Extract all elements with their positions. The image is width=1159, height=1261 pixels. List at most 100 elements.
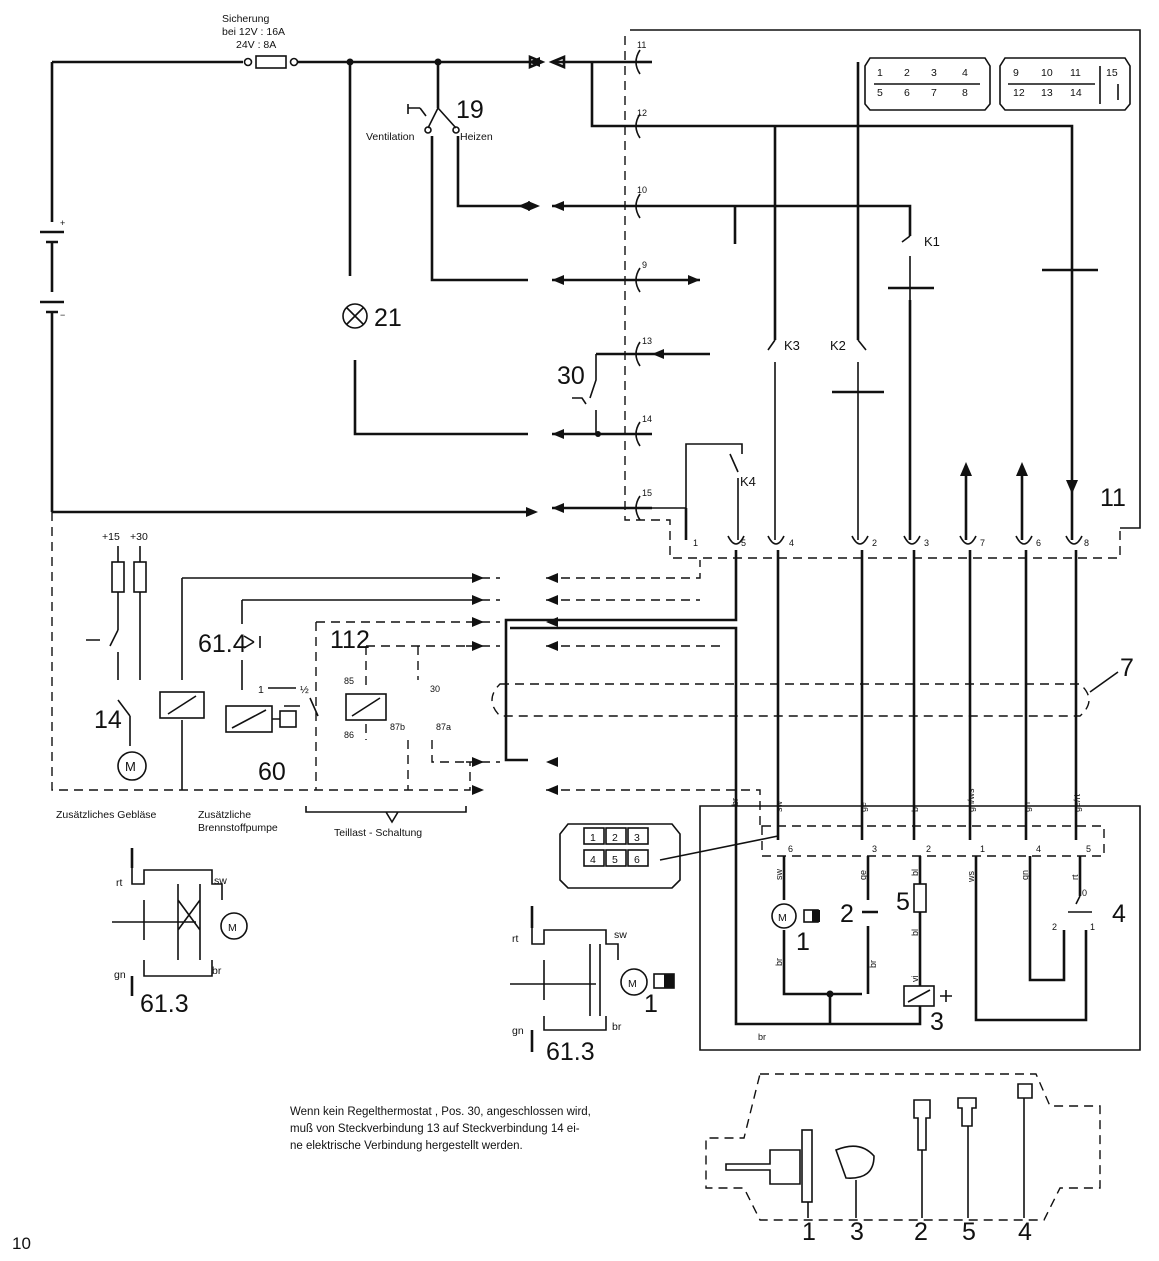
- svg-text:br: br: [730, 798, 740, 806]
- svg-text:vi: vi: [910, 976, 920, 983]
- svg-text:5: 5: [612, 854, 618, 866]
- svg-text:5: 5: [1086, 844, 1091, 854]
- svg-text:3: 3: [924, 538, 929, 548]
- note-line-2: muß von Steckverbindung 13 auf Steckverb…: [290, 1123, 580, 1135]
- svg-text:87b: 87b: [390, 722, 405, 732]
- svg-text:5: 5: [877, 87, 883, 99]
- heater-parts: 1 3 2 5 4: [705, 1073, 1101, 1246]
- svg-text:M: M: [228, 922, 237, 934]
- svg-text:12: 12: [637, 108, 647, 118]
- switch-19: 19 Ventilation Heizen: [366, 62, 528, 282]
- svg-text:5: 5: [741, 538, 746, 548]
- svg-text:bl: bl: [910, 805, 920, 812]
- svg-text:ws: ws: [966, 871, 976, 883]
- svg-text:9: 9: [642, 260, 647, 270]
- legend-item-4: 4: [1018, 1218, 1032, 1246]
- svg-text:br: br: [212, 965, 222, 977]
- note-text: Wenn kein Regelthermostat , Pos. 30, ang…: [290, 1104, 690, 1155]
- harness-7-label: 7: [1120, 654, 1134, 682]
- fuse-rating-24v: 24V : 8A: [236, 39, 276, 51]
- svg-text:6: 6: [1036, 538, 1041, 548]
- svg-text:ge/rt: ge/rt: [1072, 793, 1082, 812]
- svg-text:6: 6: [634, 854, 640, 866]
- svg-text:gn: gn: [1022, 802, 1032, 812]
- svg-text:14: 14: [1070, 87, 1082, 99]
- svg-text:0: 0: [1082, 888, 1087, 898]
- switch-19-label: 19: [456, 96, 484, 124]
- svg-text:14: 14: [642, 414, 652, 424]
- svg-text:bl: bl: [910, 929, 920, 936]
- relay-k4: K4: [740, 474, 756, 489]
- note-line-1: Wenn kein Regelthermostat , Pos. 30, ang…: [290, 1106, 591, 1118]
- svg-text:2: 2: [926, 844, 931, 854]
- svg-text:1: 1: [258, 684, 264, 696]
- fuse-rating-12v: bei 12V : 16A: [222, 26, 285, 38]
- svg-text:10: 10: [637, 185, 647, 195]
- svg-text:7: 7: [931, 87, 937, 99]
- svg-text:86: 86: [344, 730, 354, 740]
- svg-text:3: 3: [872, 844, 877, 854]
- svg-text:12: 12: [1013, 87, 1025, 99]
- svg-text:6: 6: [904, 87, 910, 99]
- aux-motor: M: [125, 759, 136, 774]
- svg-text:87a: 87a: [436, 722, 451, 732]
- relay-k1: K1: [924, 234, 940, 249]
- svg-text:13: 13: [642, 336, 652, 346]
- control-unit-11: 11 1 2 3 4 5 6 7 8 9 10 11 15 12 13 14: [624, 29, 1141, 559]
- aux-item-14: 14: [94, 706, 122, 734]
- svg-text:4: 4: [962, 67, 968, 79]
- svg-text:9: 9: [1013, 67, 1019, 79]
- legend-item-2: 2: [914, 1218, 928, 1246]
- svg-text:br: br: [868, 960, 878, 968]
- svg-text:bl: bl: [910, 869, 920, 876]
- suppressor-left: M rt sw gn br 61.3: [112, 848, 248, 1018]
- svg-text:1: 1: [590, 832, 596, 844]
- legend-item-3: 3: [850, 1218, 864, 1246]
- harness-7: 7 br sw ge bl gn/ws gn ge/rt: [466, 550, 1134, 1026]
- svg-text:2: 2: [872, 538, 877, 548]
- svg-text:sw: sw: [774, 869, 784, 881]
- svg-text:10: 10: [1041, 67, 1053, 79]
- svg-text:1: 1: [693, 538, 698, 548]
- aux-item-61-4: 61.4: [198, 630, 247, 658]
- svg-text:4: 4: [590, 854, 596, 866]
- svg-text:1: 1: [1090, 922, 1095, 932]
- supply-plus15: +15: [102, 531, 120, 543]
- svg-text:13: 13: [1041, 87, 1053, 99]
- suppressor-center-label: 61.3: [546, 1038, 595, 1066]
- pins-right: 11 12 10 9 13 14 15: [52, 40, 710, 521]
- heater-item-4: 4: [1112, 900, 1126, 928]
- internal-wiring: K1 K3 K2 K4: [652, 62, 1098, 540]
- svg-text:15: 15: [1106, 67, 1118, 79]
- svg-text:1: 1: [980, 844, 985, 854]
- caption-pump-2: Brennstoffpumpe: [198, 822, 278, 834]
- aux-item-112: 112: [330, 626, 370, 654]
- svg-text:8: 8: [962, 87, 968, 99]
- svg-text:M: M: [628, 978, 637, 990]
- heater-item-5: 5: [896, 888, 910, 916]
- pins-bottom: 1 5 4 2 3 7 6 8: [693, 535, 1089, 548]
- svg-text:6: 6: [788, 844, 793, 854]
- svg-text:M: M: [778, 912, 787, 924]
- svg-text:rt: rt: [116, 877, 122, 889]
- svg-text:2: 2: [1052, 922, 1057, 932]
- svg-text:½: ½: [300, 684, 309, 696]
- suppressor-center: M 1 rt sw gn br 61.3: [510, 906, 675, 1066]
- legend-item-1: 1: [802, 1218, 816, 1246]
- fuse: Sicherung bei 12V : 16A 24V : 8A: [222, 13, 287, 69]
- svg-text:85: 85: [344, 676, 354, 686]
- lamp-21-label: 21: [374, 304, 402, 332]
- heater-item-3: 3: [930, 1008, 944, 1036]
- svg-text:gn/ws: gn/ws: [966, 788, 976, 812]
- note-line-3: ne elektrische Verbindung hergestellt we…: [290, 1140, 523, 1152]
- svg-text:gn: gn: [512, 1025, 524, 1037]
- svg-text:11: 11: [1070, 67, 1081, 79]
- page-number: 10: [12, 1234, 31, 1253]
- thermostat-30: 30: [557, 352, 640, 434]
- relay-k3: K3: [784, 338, 800, 353]
- svg-text:15: 15: [642, 488, 652, 498]
- switch-19-heizen: Heizen: [460, 131, 493, 143]
- relay-k2: K2: [830, 338, 846, 353]
- suppressor-center-motor-id: 1: [644, 990, 658, 1018]
